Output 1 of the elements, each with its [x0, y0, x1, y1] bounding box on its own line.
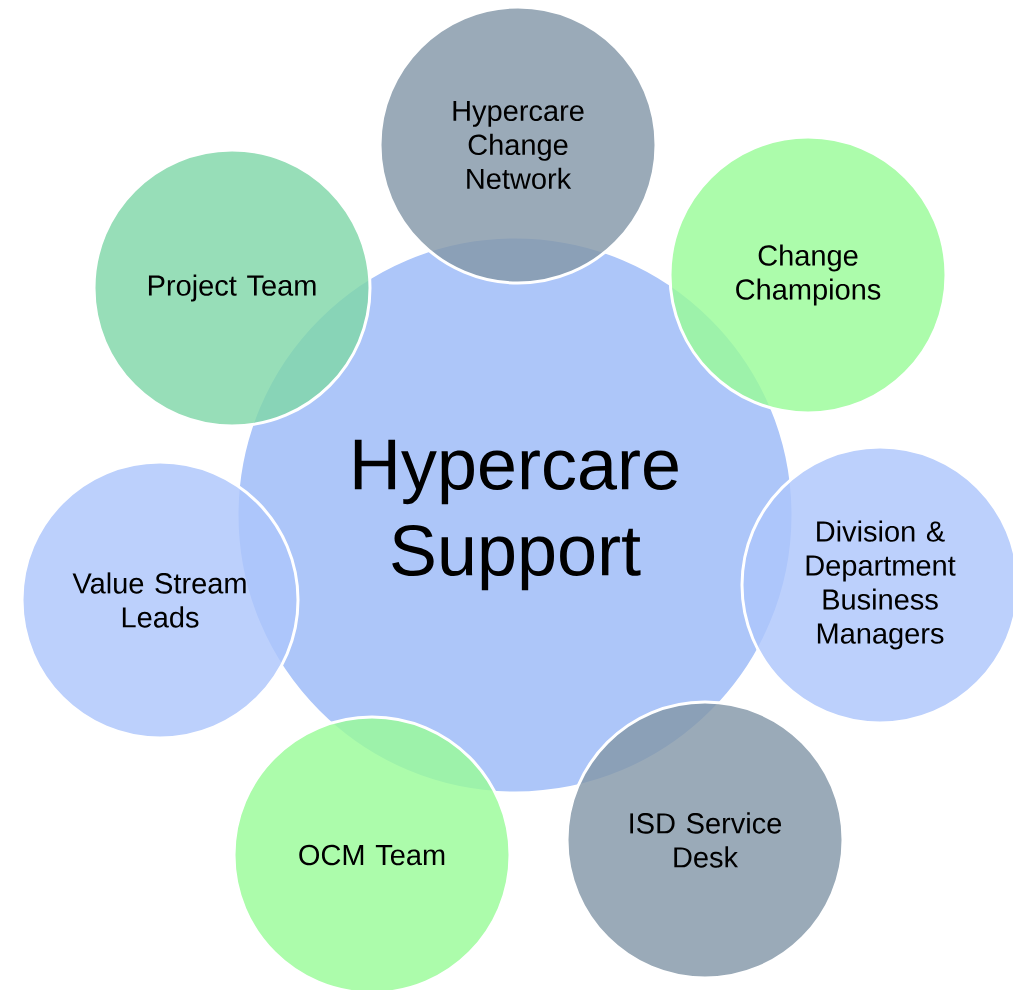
node-label: Division & Department Business Managers [806, 520, 956, 650]
